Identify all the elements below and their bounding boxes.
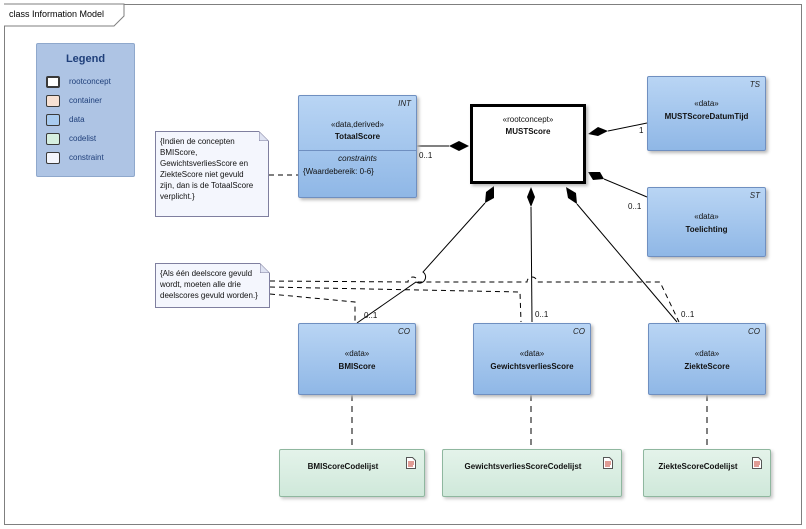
class-bmiscore[interactable]: CO «data» BMIScore <box>298 323 416 395</box>
edge-bmiscore[interactable] <box>356 202 486 324</box>
note-line: wordt, moeten alle drie <box>160 280 241 289</box>
class-stereotype: «data,derived» <box>331 120 384 129</box>
frame-title-tab <box>4 3 125 27</box>
multiplicity-ziektescore: 0..1 <box>681 310 695 319</box>
note-anchor-bmi <box>269 293 356 322</box>
note-line: deelscores gevuld worden.} <box>160 291 258 300</box>
class-name: MUSTScoreDatumTijd <box>664 112 749 121</box>
class-ziektescore[interactable]: CO «data» ZiekteScore <box>648 323 766 395</box>
composition-diamond-toelichting <box>588 172 604 180</box>
note-fold-corner <box>260 263 270 273</box>
note-text: {Indien de concepten BMIScore, Gewichtsv… <box>160 136 253 202</box>
note-line: zijn, dan is de TotaalScore <box>160 181 254 190</box>
legend-swatch <box>46 114 60 126</box>
type-tag: CO <box>573 327 585 336</box>
class-gewichtsverliesscore[interactable]: CO «data» GewichtsverliesScore <box>473 323 591 395</box>
document-icon <box>603 457 613 469</box>
legend-label: rootconcept <box>69 77 111 86</box>
codelist-ziektescorecodelijst[interactable]: ZiekteScoreCodelijst <box>643 449 771 497</box>
legend-swatch <box>46 76 60 88</box>
note-deelscores-constraint[interactable]: {Als één deelscore gevuld wordt, moeten … <box>155 263 270 308</box>
class-stereotype: «data» <box>694 349 720 358</box>
note-line: {Indien de concepten <box>160 137 235 146</box>
class-stereotype: «data» <box>694 212 719 221</box>
legend-label: container <box>69 96 102 105</box>
class-stereotype: «data» <box>519 349 545 358</box>
class-name: ZiekteScore <box>684 362 730 371</box>
legend-swatch <box>46 152 60 164</box>
codelist-bmiscorecodelijst[interactable]: BMIScoreCodelijst <box>279 449 425 497</box>
type-tag: INT <box>398 99 411 108</box>
diagram-title: class Information Model <box>9 9 105 19</box>
legend-label: codelist <box>69 134 97 143</box>
class-stereotype: «data» <box>694 99 719 108</box>
note-line: {Als één deelscore gevuld <box>160 269 253 278</box>
type-tag: CO <box>748 327 760 336</box>
type-tag: CO <box>398 327 410 336</box>
class-name: GewichtsverliesScore <box>490 362 574 371</box>
type-tag: ST <box>749 191 760 200</box>
class-name: MUSTScore <box>505 127 551 136</box>
multiplicity-bmiscore: 0..1 <box>364 311 378 320</box>
document-icon <box>752 457 762 469</box>
note-line: ZiekteScore niet gevuld <box>160 170 244 179</box>
multiplicity-datumtijd: 1 <box>639 126 644 135</box>
codelist-name: ZiekteScoreCodelijst <box>658 462 738 471</box>
note-line: BMIScore, <box>160 148 198 157</box>
legend-swatch <box>46 95 60 107</box>
codelist-name: GewichtsverliesScoreCodelijst <box>464 462 582 471</box>
compartment-divider <box>299 150 416 151</box>
legend-label: constraint <box>69 153 104 162</box>
codelist-gewichtsverliesscorecodelijst[interactable]: GewichtsverliesScoreCodelijst <box>442 449 622 497</box>
constraint-value: {Waardebereik: 0-6} <box>303 167 374 176</box>
note-text: {Als één deelscore gevuld wordt, moeten … <box>160 268 258 301</box>
class-stereotype: «data» <box>344 349 370 358</box>
legend-title: Legend <box>65 53 106 65</box>
codelist-name: BMIScoreCodelijst <box>307 462 379 471</box>
class-name: BMIScore <box>338 362 376 371</box>
class-stereotype: «rootconcept» <box>502 115 554 124</box>
class-mustscore[interactable]: «rootconcept» MUSTScore <box>470 104 586 184</box>
note-anchor-ziekte <box>269 276 680 323</box>
class-mustscoredatumtijd[interactable]: TS «data» MUSTScoreDatumTijd <box>647 76 766 151</box>
constraints-header: constraints <box>338 154 377 163</box>
composition-diamond-datumtijd <box>588 127 608 136</box>
legend-swatch <box>46 133 60 145</box>
legend-label: data <box>69 115 85 124</box>
class-name: Toelichting <box>685 225 728 234</box>
class-totaalscore[interactable]: INT «data,derived» TotaalScore constrain… <box>298 95 417 198</box>
composition-diamond-gewichtsverliesscore <box>527 187 535 207</box>
composition-diamond-ziektescore <box>566 187 577 204</box>
type-tag: TS <box>749 80 760 89</box>
multiplicity-gewichtsverliesscore: 0..1 <box>535 310 549 319</box>
edge-datumtijd[interactable] <box>607 122 648 132</box>
note-totaalscore-constraint[interactable]: {Indien de concepten BMIScore, Gewichtsv… <box>155 131 269 217</box>
multiplicity-totaalscore: 0..1 <box>419 151 433 160</box>
class-name: TotaalScore <box>334 132 381 141</box>
multiplicity-toelichting: 0..1 <box>628 202 642 211</box>
note-line: GewichtsverliesScore en <box>160 159 249 168</box>
composition-diamond-totaalscore <box>449 141 469 151</box>
class-toelichting[interactable]: ST «data» Toelichting <box>647 187 766 257</box>
edge-ziektescore[interactable] <box>576 203 678 323</box>
legend-panel[interactable]: Legend rootconcept container data codeli… <box>36 43 135 177</box>
note-line: verplicht.} <box>160 192 195 201</box>
note-anchor-gewichtsverlies <box>269 286 522 323</box>
composition-diamond-bmiscore <box>485 186 494 203</box>
document-icon <box>406 457 416 469</box>
note-fold-corner <box>259 131 269 141</box>
edge-gewichtsverliesscore[interactable] <box>530 206 533 323</box>
edge-toelichting[interactable] <box>603 178 648 198</box>
